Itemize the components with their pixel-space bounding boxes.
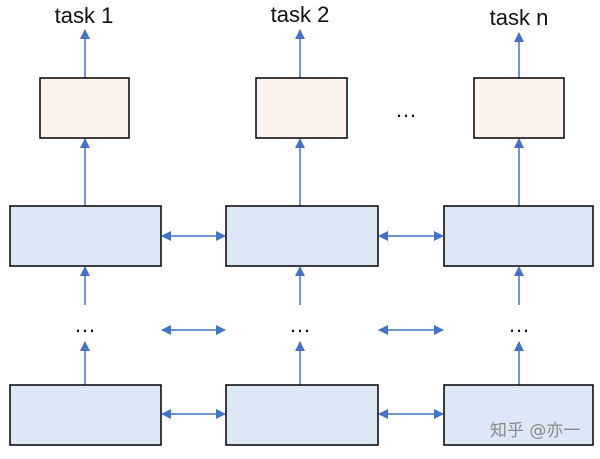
bottom-layer-block-n: [443, 384, 594, 446]
task-head-1: [39, 77, 130, 139]
top-layer-block-2: [225, 205, 379, 267]
layer-ellipsis-2: …: [289, 312, 311, 337]
layer-ellipsis-n: …: [508, 312, 530, 337]
task-n-label: task n: [490, 5, 549, 30]
task-1-label: task 1: [55, 3, 114, 28]
task-head-2: [255, 77, 348, 139]
task-head-n: [473, 77, 565, 139]
bottom-layer-block-1: [9, 384, 162, 446]
zhihu-watermark: 知乎 @亦一: [490, 421, 580, 441]
layer-ellipsis-1: …: [74, 312, 96, 337]
top-layer-block-1: [9, 205, 162, 267]
bottom-layer-block-2: [225, 384, 379, 446]
task-2-label: task 2: [271, 2, 330, 27]
top-layer-block-n: [443, 205, 594, 267]
heads-ellipsis: …: [395, 97, 417, 122]
